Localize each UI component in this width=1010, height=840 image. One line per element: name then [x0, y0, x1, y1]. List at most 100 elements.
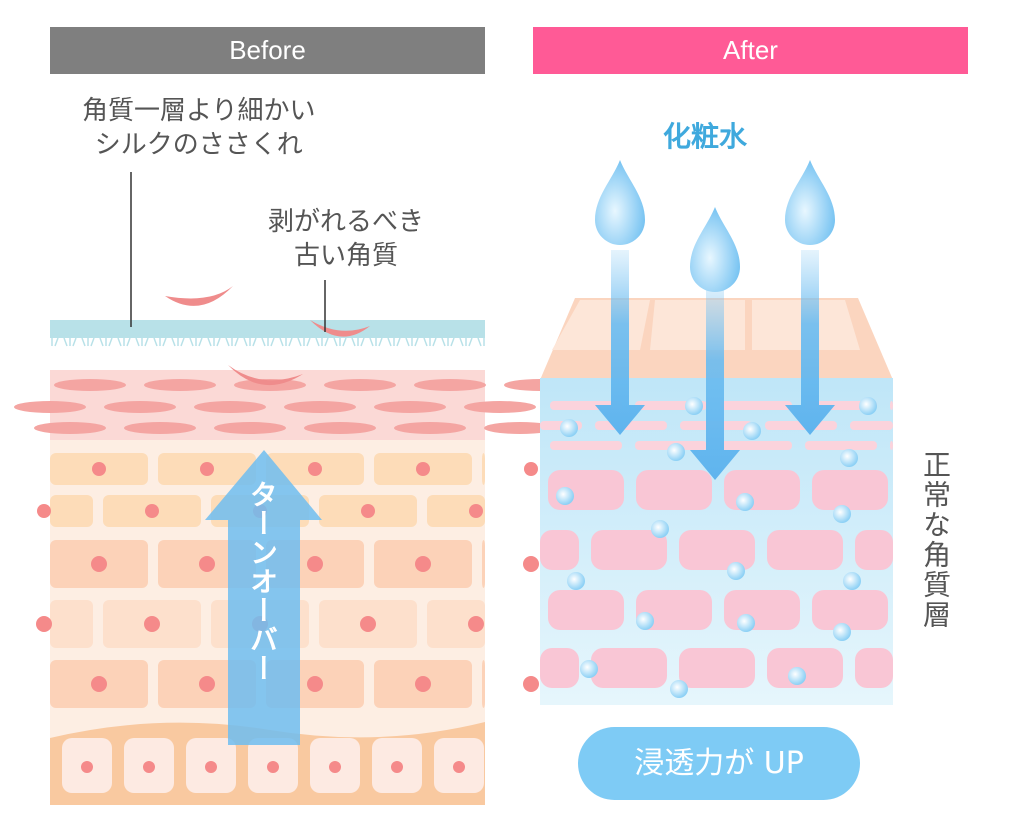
- cell-nucleus: [329, 761, 341, 773]
- penetration-up-badge: 浸透力が UP: [578, 727, 860, 800]
- cell-nucleus: [91, 556, 107, 572]
- fuzz-strand: [306, 337, 311, 347]
- fuzz-strand: [216, 337, 221, 347]
- water-drop-icon: [785, 160, 835, 245]
- cell-nucleus: [523, 556, 539, 572]
- water-bubble: [560, 419, 578, 437]
- keratin-cell: [540, 648, 579, 688]
- keratin-stripe: [720, 401, 792, 410]
- cell-nucleus: [143, 761, 155, 773]
- old-keratin-flake: [228, 365, 303, 386]
- fuzz-strand: [72, 337, 77, 347]
- epidermis-cell: [482, 540, 485, 588]
- cell-nucleus: [91, 676, 107, 692]
- down-arrow: [785, 250, 835, 435]
- basal-cells: [62, 738, 484, 793]
- silk-label-line: 角質一層より細かい: [82, 96, 316, 126]
- cell-nucleus: [307, 676, 323, 692]
- old-keratin-label: 剥がれるべき 古い角質: [268, 205, 424, 273]
- cell-nucleus: [523, 676, 539, 692]
- fuzz-strand: [234, 337, 239, 347]
- fuzz-strand: [405, 337, 410, 347]
- fuzz-strand: [99, 337, 104, 347]
- fuzz-strand: [90, 337, 95, 347]
- water-bubble: [833, 623, 851, 641]
- keratin-cell: [540, 530, 579, 570]
- keratin-cell: [144, 379, 216, 391]
- cell-nucleus: [81, 761, 93, 773]
- keratin-cell: [812, 470, 888, 510]
- fuzz-strand: [351, 337, 356, 347]
- fuzz-strand: [144, 337, 149, 347]
- cell-nucleus: [37, 504, 51, 518]
- keratin-cell: [812, 590, 888, 630]
- fuzz-strand: [288, 337, 293, 347]
- fuzz-strand: [441, 337, 446, 347]
- keratin-stripe: [720, 441, 792, 450]
- keratin-cell: [636, 470, 712, 510]
- water-bubble: [670, 680, 688, 698]
- keratin-cell: [324, 379, 396, 391]
- water-bubble: [567, 572, 585, 590]
- epidermis-cell: [50, 600, 93, 648]
- fuzz-strand: [378, 337, 383, 347]
- fuzz-strand: [153, 337, 158, 347]
- fuzz-strand: [243, 337, 248, 347]
- cell-nucleus: [524, 462, 538, 476]
- keratin-stripe: [890, 401, 893, 410]
- epidermis-cell: [482, 660, 485, 708]
- keratin-cell: [767, 648, 843, 688]
- epidermis-cell: [427, 600, 485, 648]
- fuzz-strand: [432, 337, 437, 347]
- keratin-cell: [214, 422, 286, 434]
- keratin-stripe: [805, 441, 877, 450]
- keratin-cell: [394, 422, 466, 434]
- fuzz-strand: [54, 337, 59, 347]
- water-bubble: [636, 612, 654, 630]
- after-header: After: [533, 27, 968, 74]
- epidermis-cell: [482, 453, 485, 485]
- fuzz-strand: [414, 337, 419, 347]
- epidermis-cell: [427, 495, 485, 527]
- fuzz-strand: [207, 337, 212, 347]
- penetration-arrows: [595, 250, 835, 480]
- fuzz-strand: [225, 337, 230, 347]
- water-bubble: [743, 422, 761, 440]
- keratin-cell: [636, 590, 712, 630]
- fuzz-strand: [468, 337, 473, 347]
- water-bubble: [580, 660, 598, 678]
- fuzz-strand: [333, 337, 338, 347]
- fuzz-strand: [270, 337, 275, 347]
- keratin-stripe: [890, 441, 893, 450]
- fuzz-strand: [261, 337, 266, 347]
- keratin-stripe: [850, 421, 893, 430]
- keratin-cell: [414, 379, 486, 391]
- fuzz-strand: [180, 337, 185, 347]
- cell-nucleus: [469, 504, 483, 518]
- old-keratin-flake: [310, 320, 370, 337]
- water-bubble: [737, 614, 755, 632]
- water-bubbles: [556, 397, 877, 698]
- before-header: Before: [50, 27, 485, 74]
- old-keratin-label-line: 古い角質: [294, 241, 399, 271]
- fuzz-strand: [315, 337, 320, 347]
- cell-nucleus: [361, 504, 375, 518]
- keratin-cell: [548, 590, 624, 630]
- keratin-cell: [304, 422, 376, 434]
- keratin-cell: [464, 401, 536, 413]
- fuzz-strand: [162, 337, 167, 347]
- keratin-cell: [484, 422, 556, 434]
- keratin-stripe: [595, 421, 667, 430]
- cell-nucleus: [391, 761, 403, 773]
- cell-nucleus: [416, 462, 430, 476]
- keratin-cells: [540, 401, 893, 688]
- fuzz-strand: [477, 337, 482, 347]
- cell-nucleus: [415, 556, 431, 572]
- water-bubble: [727, 562, 745, 580]
- fuzz-strand: [396, 337, 401, 347]
- keratin-cell: [724, 590, 800, 630]
- lotion-drops: [595, 160, 835, 292]
- down-arrow: [690, 280, 740, 480]
- fuzz-strand: [324, 337, 329, 347]
